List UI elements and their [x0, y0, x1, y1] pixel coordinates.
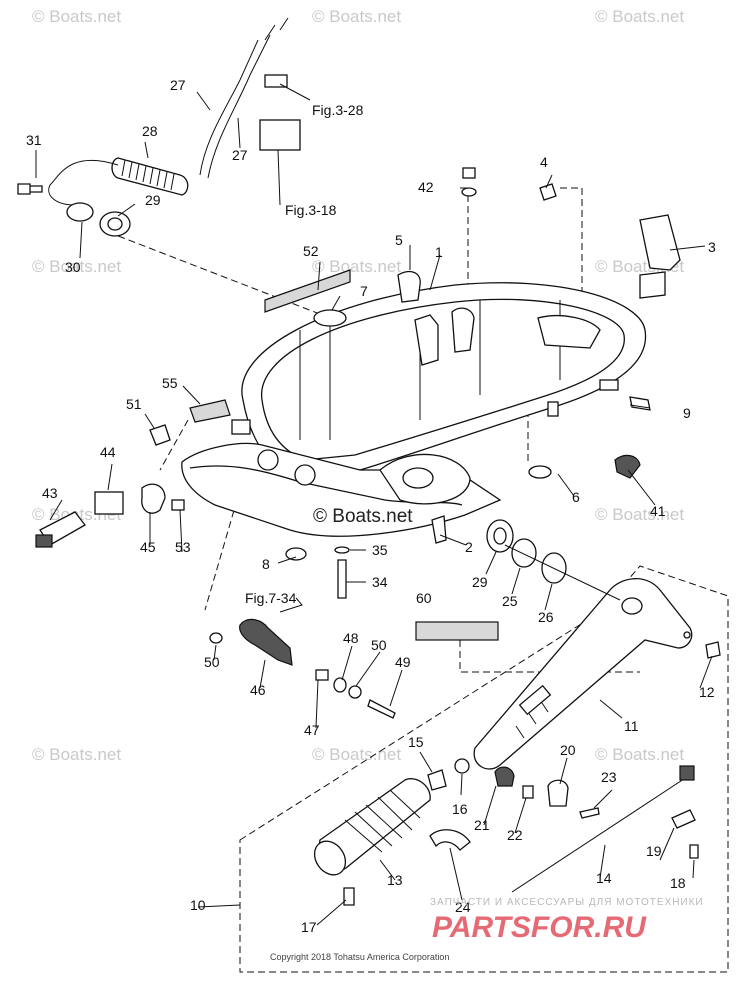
- callout-27-cable[interactable]: 27: [232, 147, 248, 163]
- tiller-arm: [473, 577, 693, 770]
- watermark: © Boats.net: [32, 257, 121, 276]
- callout-29[interactable]: 29: [472, 574, 488, 590]
- leader-lines: [35, 83, 713, 926]
- callout-17[interactable]: 17: [301, 919, 317, 935]
- watermark: © Boats.net: [312, 7, 401, 26]
- copyright-text: Copyright 2018 Tohatsu America Corporati…: [270, 952, 449, 962]
- callout-48[interactable]: 48: [343, 630, 359, 646]
- throttle-grip: [313, 778, 431, 876]
- callout-43[interactable]: 43: [42, 485, 58, 501]
- promo-subtitle: ЗАПЧАСТИ И АКСЕССУАРЫ ДЛЯ МОТОТЕХНИКИ: [430, 897, 704, 908]
- watermark: © Boats.net: [312, 257, 401, 276]
- guide-line: [560, 187, 583, 330]
- guide-line: [159, 419, 189, 471]
- callout-10[interactable]: 10: [190, 897, 206, 913]
- callout-22[interactable]: 22: [507, 827, 523, 843]
- callout-4[interactable]: 4: [540, 154, 548, 170]
- callout-3[interactable]: 3: [708, 239, 716, 255]
- watermark: © Boats.net: [595, 745, 684, 764]
- callout-30[interactable]: 30: [65, 259, 81, 275]
- tiller-kit-boundary: [239, 565, 729, 973]
- callout-45[interactable]: 45: [140, 539, 156, 555]
- callout-5[interactable]: 5: [395, 232, 403, 248]
- callout-12[interactable]: 12: [699, 684, 715, 700]
- watermark: © Boats.net: [32, 7, 121, 26]
- callout-20[interactable]: 20: [560, 742, 576, 758]
- figure-ref-3-28[interactable]: Fig.3-28: [312, 102, 364, 118]
- callout-14[interactable]: 14: [596, 870, 612, 886]
- callout-51[interactable]: 51: [126, 396, 142, 412]
- watermark-central: © Boats.net: [313, 506, 413, 527]
- callout-31[interactable]: 31: [26, 132, 42, 148]
- callout-19[interactable]: 19: [646, 843, 662, 859]
- callout-15[interactable]: 15: [408, 734, 424, 750]
- callout-labels: 1 2 3 4 5 6 7 8 9 10 11 12 13 14 15 16 1…: [26, 77, 716, 935]
- figure-ref-7-34[interactable]: Fig.7-34: [245, 590, 297, 606]
- callout-55[interactable]: 55: [162, 375, 178, 391]
- watermark: © Boats.net: [595, 505, 684, 524]
- callout-25[interactable]: 25: [502, 593, 518, 609]
- guide-line: [204, 499, 238, 611]
- callout-29[interactable]: 29: [145, 192, 161, 208]
- figure-ref-3-18[interactable]: Fig.3-18: [285, 202, 337, 218]
- callout-34[interactable]: 34: [372, 574, 388, 590]
- callout-18[interactable]: 18: [670, 875, 686, 891]
- callout-27-cable[interactable]: 27: [170, 77, 186, 93]
- callout-44[interactable]: 44: [100, 444, 116, 460]
- callout-7[interactable]: 7: [360, 283, 368, 299]
- callout-6[interactable]: 6: [572, 489, 580, 505]
- callout-8[interactable]: 8: [262, 556, 270, 572]
- callout-52[interactable]: 52: [303, 243, 319, 259]
- callout-50[interactable]: 50: [371, 637, 387, 653]
- callout-9[interactable]: 9: [683, 405, 691, 421]
- small-parts: [17, 17, 721, 906]
- callout-50[interactable]: 50: [204, 654, 220, 670]
- callout-49[interactable]: 49: [395, 654, 411, 670]
- callout-28[interactable]: 28: [142, 123, 158, 139]
- callout-53[interactable]: 53: [175, 539, 191, 555]
- watermark: © Boats.net: [595, 7, 684, 26]
- callout-47[interactable]: 47: [304, 722, 320, 738]
- callout-2[interactable]: 2: [465, 539, 473, 555]
- callout-21[interactable]: 21: [474, 817, 490, 833]
- callout-35[interactable]: 35: [372, 542, 388, 558]
- watermark: © Boats.net: [32, 745, 121, 764]
- callout-60[interactable]: 60: [416, 590, 432, 606]
- callout-41[interactable]: 41: [650, 503, 666, 519]
- callout-11[interactable]: 11: [624, 718, 639, 734]
- callout-16[interactable]: 16: [452, 801, 468, 817]
- figure-ref-arrow: [279, 597, 303, 613]
- callout-24[interactable]: 24: [455, 899, 471, 915]
- watermark: © Boats.net: [312, 745, 401, 764]
- figure-references: Fig.3-28 Fig.3-18 Fig.7-34: [245, 102, 364, 606]
- callout-42[interactable]: 42: [418, 179, 434, 195]
- callout-23[interactable]: 23: [601, 769, 617, 785]
- promo-site-logo: PARTSFOR.RU: [432, 911, 647, 944]
- bottom-cowl: [181, 282, 647, 537]
- callout-1[interactable]: 1: [435, 244, 443, 260]
- callout-46[interactable]: 46: [250, 682, 266, 698]
- callout-26[interactable]: 26: [538, 609, 554, 625]
- callout-13[interactable]: 13: [387, 872, 403, 888]
